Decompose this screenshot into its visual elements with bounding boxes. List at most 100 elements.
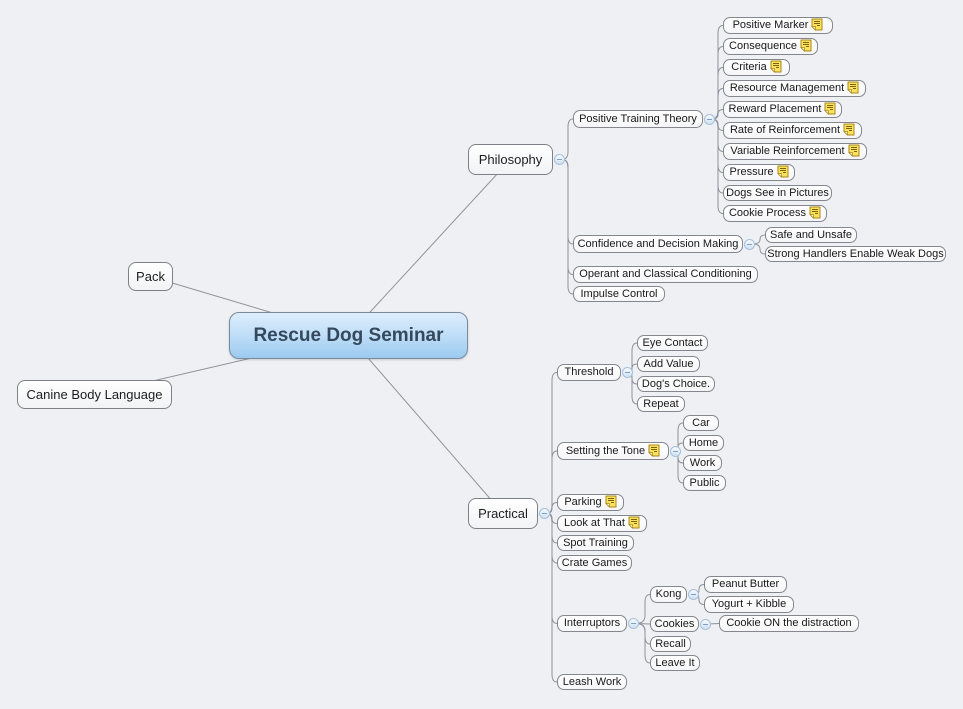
node-philosophy[interactable]: Philosophy xyxy=(468,144,553,175)
node-look-at-that[interactable]: Look at That xyxy=(557,515,647,532)
edge-philosophy-ptt xyxy=(561,118,574,160)
topic-label: Pressure xyxy=(729,166,774,178)
node-resource-management[interactable]: Resource Management xyxy=(723,80,866,97)
node-canine[interactable]: Canine Body Language xyxy=(17,380,172,409)
node-cookies[interactable]: Cookies xyxy=(650,616,699,632)
node-add-value[interactable]: Add Value xyxy=(637,356,700,372)
topic-label: Cookie Process xyxy=(728,207,807,219)
node-ptt[interactable]: Positive Training Theory xyxy=(573,110,703,128)
note-icon[interactable] xyxy=(824,102,836,118)
note-icon[interactable] xyxy=(847,144,860,160)
collapse-toggle-icon[interactable] xyxy=(704,113,715,125)
edge-practical-setting-the-tone xyxy=(546,450,558,514)
collapse-toggle-icon[interactable] xyxy=(628,618,639,629)
note-icon[interactable] xyxy=(809,206,821,222)
note-icon[interactable] xyxy=(628,516,640,532)
note-icon[interactable] xyxy=(811,18,823,34)
node-positive-marker[interactable]: Positive Marker xyxy=(723,17,833,34)
edge-ptt-cookie-process xyxy=(711,118,724,214)
topic-label: Consequence xyxy=(729,40,797,52)
note-icon[interactable] xyxy=(769,60,782,76)
topic-label: Car xyxy=(692,416,710,429)
node-criteria[interactable]: Criteria xyxy=(723,59,790,76)
node-leash-work[interactable]: Leash Work xyxy=(557,674,627,690)
node-yogurt-kibble[interactable]: Yogurt + Kibble xyxy=(704,596,794,613)
node-confidence[interactable]: Confidence and Decision Making xyxy=(573,235,743,253)
node-eye-contact[interactable]: Eye Contact xyxy=(637,335,708,351)
topic-label: Philosophy xyxy=(478,152,543,167)
node-central[interactable]: Rescue Dog Seminar xyxy=(229,312,468,359)
node-peanut-butter[interactable]: Peanut Butter xyxy=(704,576,787,593)
topic-label: Criteria xyxy=(731,61,767,73)
node-dogs-choice[interactable]: Dog's Choice. xyxy=(637,376,715,392)
topic-label: Setting the Tone xyxy=(565,444,646,457)
topic-label: Safe and Unsafe xyxy=(770,228,852,241)
node-spot-training[interactable]: Spot Training xyxy=(557,535,634,551)
topic-label: Resource Management xyxy=(729,82,845,94)
node-crate-games[interactable]: Crate Games xyxy=(557,555,632,571)
node-strong-handlers[interactable]: Strong Handlers Enable Weak Dogs xyxy=(765,246,946,262)
note-icon[interactable] xyxy=(800,39,812,55)
topic-label: Strong Handlers Enable Weak Dogs xyxy=(767,247,944,260)
node-pressure[interactable]: Pressure xyxy=(723,164,795,181)
topic-label: Operant and Classical Conditioning xyxy=(579,268,752,280)
node-impulse-control[interactable]: Impulse Control xyxy=(573,286,665,302)
collapse-toggle-icon[interactable] xyxy=(539,508,550,519)
node-dogs-see-in-pictures[interactable]: Dogs See in Pictures xyxy=(723,185,832,201)
topic-label: Canine Body Language xyxy=(26,387,163,402)
node-repeat[interactable]: Repeat xyxy=(637,396,685,412)
note-icon[interactable] xyxy=(776,165,789,181)
node-leave-it[interactable]: Leave It xyxy=(650,655,700,671)
collapse-toggle-icon[interactable] xyxy=(622,367,633,378)
node-interruptors[interactable]: Interruptors xyxy=(557,615,627,632)
node-operant[interactable]: Operant and Classical Conditioning xyxy=(573,266,758,283)
node-rate-of-reinforcement[interactable]: Rate of Reinforcement xyxy=(723,122,862,139)
topic-label: Dog's Choice. xyxy=(641,377,711,390)
topic-label: Impulse Control xyxy=(580,287,658,300)
note-icon[interactable] xyxy=(604,495,617,511)
topic-label: Public xyxy=(689,476,720,489)
node-cookie-on-distraction[interactable]: Cookie ON the distraction xyxy=(719,615,859,632)
node-public[interactable]: Public xyxy=(683,475,726,491)
node-pack[interactable]: Pack xyxy=(128,262,173,291)
note-icon[interactable] xyxy=(648,444,660,460)
node-practical[interactable]: Practical xyxy=(468,498,538,529)
topic-label: Positive Training Theory xyxy=(579,112,697,125)
node-home[interactable]: Home xyxy=(683,435,724,451)
node-kong[interactable]: Kong xyxy=(650,586,687,603)
node-reward-placement[interactable]: Reward Placement xyxy=(723,101,842,118)
topic-label: Look at That xyxy=(564,517,625,529)
note-icon[interactable] xyxy=(847,81,859,97)
node-cookie-process[interactable]: Cookie Process xyxy=(723,205,827,222)
node-parking[interactable]: Parking xyxy=(557,494,624,511)
collapse-toggle-icon[interactable] xyxy=(670,445,681,457)
node-recall[interactable]: Recall xyxy=(650,636,691,652)
collapse-toggle-icon[interactable] xyxy=(700,618,711,630)
topic-label: Pack xyxy=(136,269,165,284)
collapse-toggle-icon[interactable] xyxy=(744,238,755,250)
topic-label: Parking xyxy=(564,496,602,508)
edge-threshold-repeat xyxy=(629,372,638,405)
edge-interruptors-leave-it xyxy=(635,623,651,664)
node-setting-the-tone[interactable]: Setting the Tone xyxy=(557,442,669,460)
node-variable-reinforcement[interactable]: Variable Reinforcement xyxy=(723,143,867,160)
note-icon[interactable] xyxy=(843,123,855,139)
topic-label: Home xyxy=(688,436,719,449)
collapse-toggle-icon[interactable] xyxy=(554,154,565,165)
node-car[interactable]: Car xyxy=(683,415,719,431)
topic-label: Positive Marker xyxy=(732,19,809,31)
topic-label: Cookie ON the distraction xyxy=(726,617,852,629)
edge-central-philosophy xyxy=(348,159,511,336)
topic-label: Recall xyxy=(655,637,686,650)
collapse-toggle-icon[interactable] xyxy=(688,589,699,600)
node-safe-and-unsafe[interactable]: Safe and Unsafe xyxy=(765,227,857,243)
node-consequence[interactable]: Consequence xyxy=(723,38,818,55)
node-work[interactable]: Work xyxy=(683,455,722,471)
edge-practical-leash-work xyxy=(546,513,558,683)
edge-central-practical xyxy=(348,335,504,514)
topic-label: Peanut Butter xyxy=(711,578,780,590)
node-threshold[interactable]: Threshold xyxy=(557,364,621,381)
topic-label: Leave It xyxy=(655,656,695,669)
edge-confidence-strong-handlers xyxy=(751,243,766,255)
